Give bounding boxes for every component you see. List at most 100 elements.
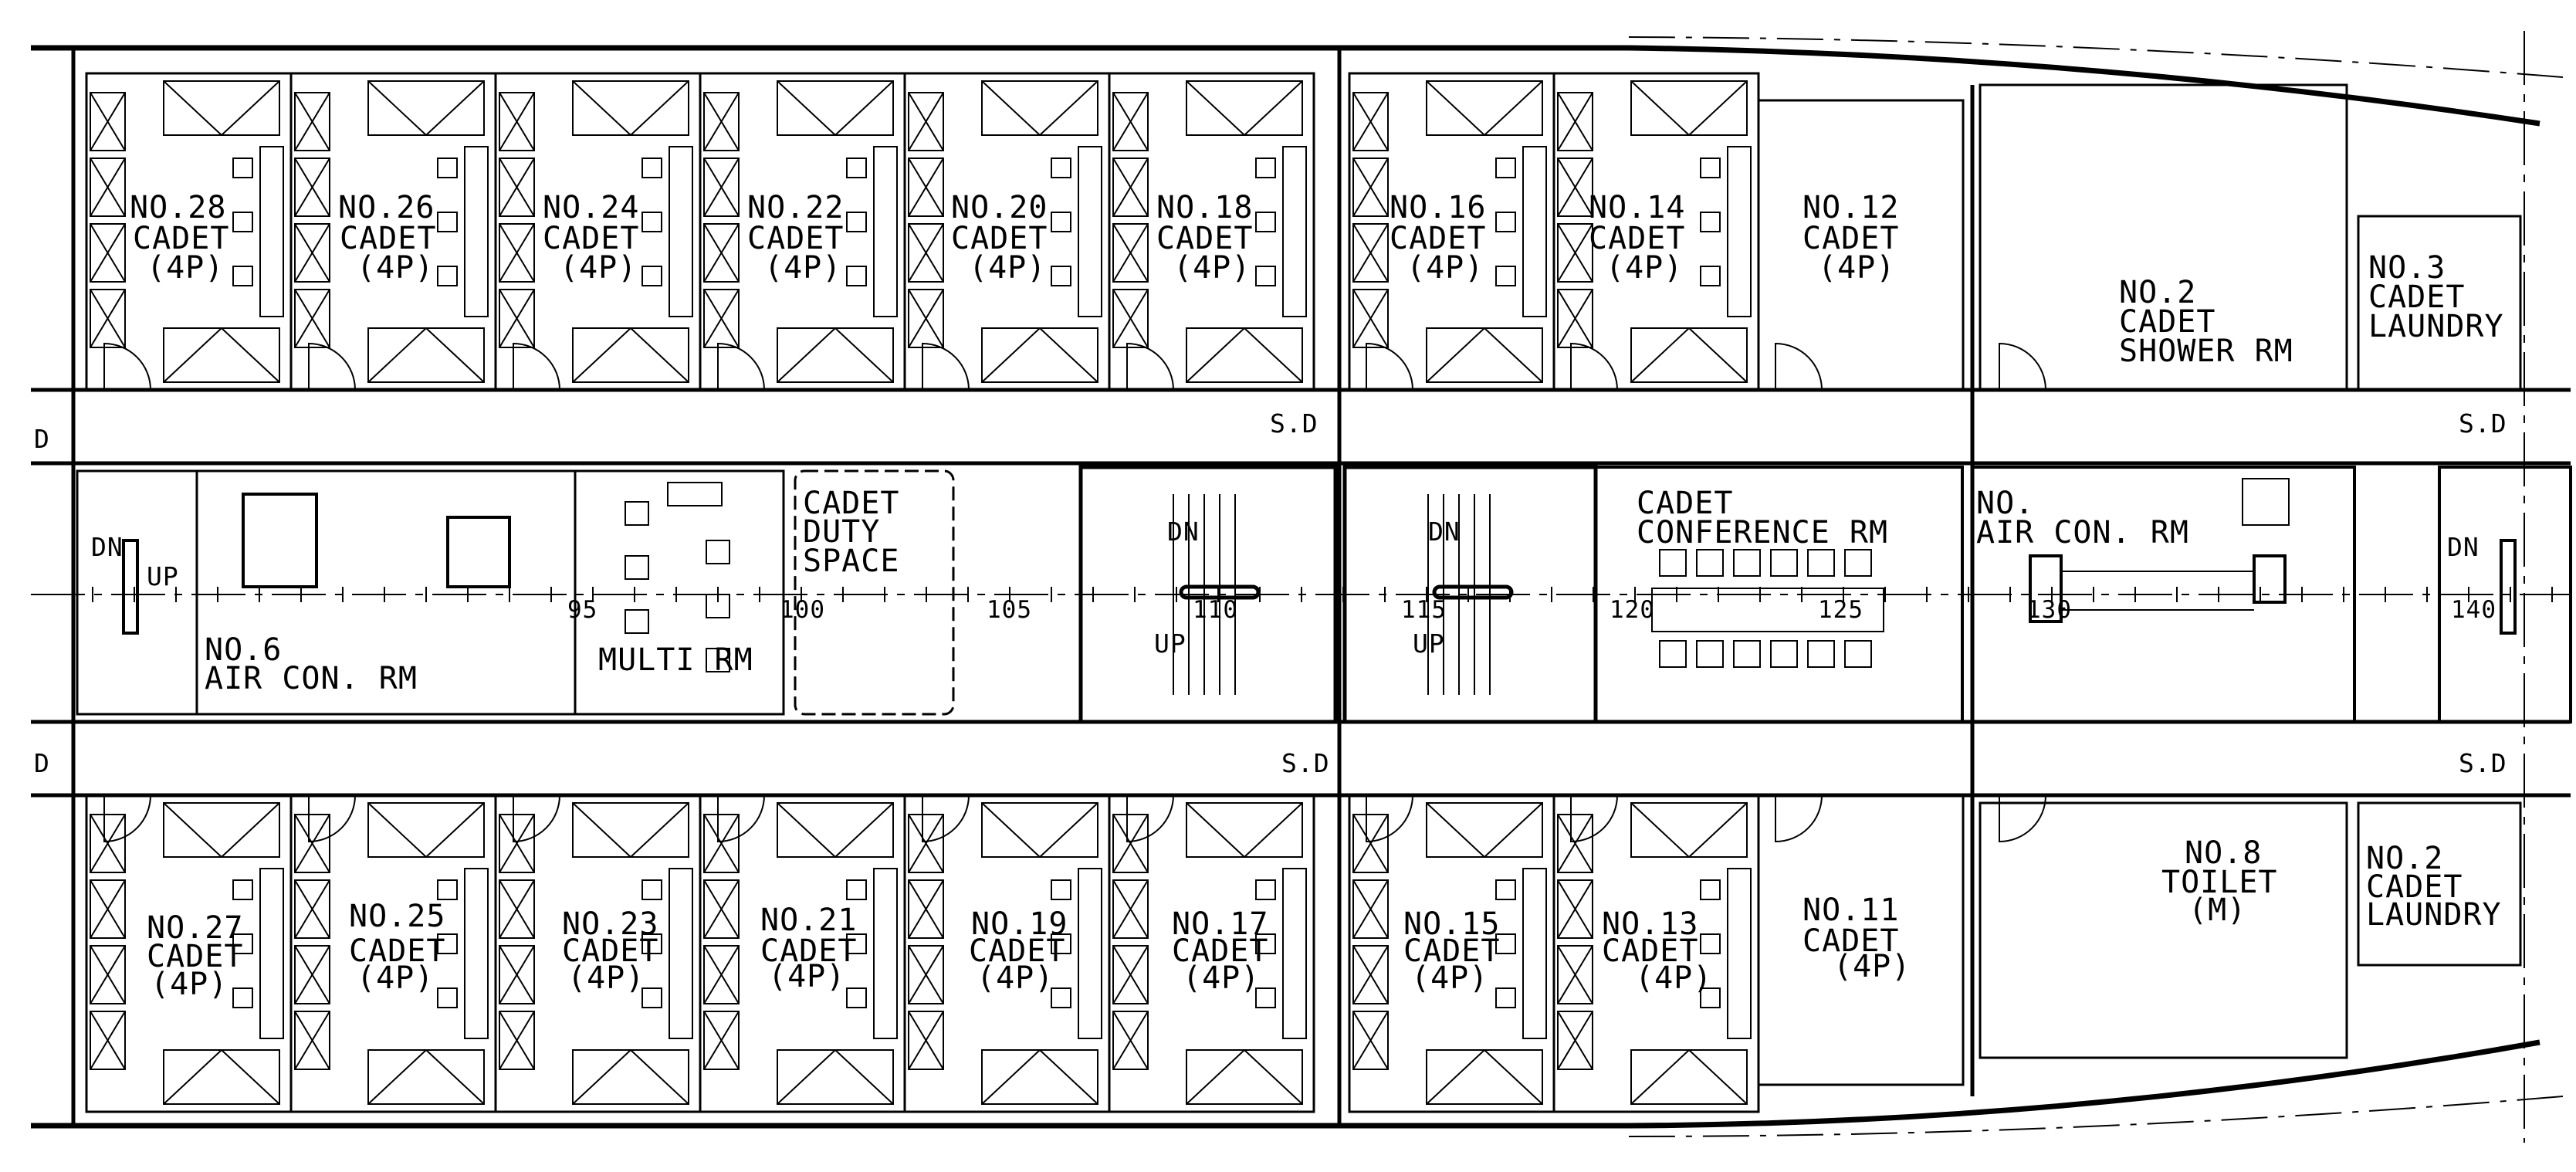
bed-line — [834, 80, 894, 136]
wardrobe-line — [499, 814, 535, 873]
door-swing — [1775, 342, 1823, 391]
bed-line — [572, 327, 631, 383]
bed — [1426, 327, 1543, 383]
wardrobe — [294, 223, 330, 283]
duty-space-line2: DUTY — [803, 514, 880, 550]
wardrobe — [908, 158, 944, 217]
d-marker-2: D — [34, 748, 50, 778]
aircon-right-number: NO. — [1976, 486, 2034, 521]
bed — [572, 327, 689, 383]
wardrobe-line — [499, 223, 535, 283]
wardrobe-line — [703, 945, 740, 1004]
shower-room-name: SHOWER RM — [2119, 334, 2293, 369]
chair — [232, 879, 253, 900]
cabin-20-capacity: (4P) — [969, 250, 1046, 286]
bed-line — [1244, 802, 1303, 858]
conference-chair — [1807, 549, 1835, 577]
bed-line — [572, 802, 631, 858]
chair — [437, 266, 458, 286]
bed-line — [1426, 802, 1485, 858]
wardrobe — [1557, 1011, 1593, 1070]
wardrobe — [294, 945, 330, 1004]
desk — [1282, 146, 1307, 317]
wardrobe — [499, 1011, 535, 1070]
bed — [1186, 80, 1303, 136]
door-swing — [103, 794, 151, 843]
chair — [1051, 158, 1071, 178]
bed-line — [1426, 327, 1485, 383]
conference-chair — [1770, 549, 1798, 577]
bed-line — [630, 802, 689, 858]
bed-line — [1484, 802, 1543, 858]
cabin-18-number: NO.18 — [1156, 190, 1253, 225]
desk — [464, 146, 489, 317]
chair — [1495, 987, 1516, 1008]
chair — [1700, 987, 1721, 1008]
door-swing — [717, 794, 765, 843]
wardrobe-line — [499, 158, 535, 217]
wardrobe — [90, 158, 126, 217]
multi-room-name: MULTI RM — [598, 642, 753, 678]
cabin-26-capacity: (4P) — [357, 250, 434, 286]
conference-chair — [1733, 549, 1761, 577]
hull-outline — [31, 31, 2571, 1143]
cabin-19-type: CADET — [969, 933, 1065, 969]
cabin-25-capacity: (4P) — [357, 960, 434, 996]
wardrobe-line — [1352, 1011, 1389, 1070]
bed-line — [630, 327, 689, 383]
chair — [1051, 212, 1071, 232]
bed-line — [630, 1049, 689, 1105]
door-swing — [513, 342, 560, 391]
door-swing — [513, 794, 560, 843]
wardrobe — [499, 814, 535, 873]
cabin-13-type: CADET — [1602, 933, 1698, 969]
cabin-27-capacity: (4P) — [151, 967, 228, 1002]
chair — [1495, 933, 1516, 954]
desk — [669, 868, 693, 1039]
wardrobe-line — [90, 945, 126, 1004]
lower-cabins — [85, 794, 2522, 1113]
bed-line — [777, 327, 836, 383]
door-swing — [1570, 794, 1618, 843]
labels: NO.28 CADET (4P) NO.26 CADET (4P) NO.24 … — [34, 190, 2507, 1002]
bed-line — [1244, 80, 1303, 136]
cabin-20-type: CADET — [951, 221, 1048, 256]
bed-line — [1484, 80, 1543, 136]
wardrobe-line — [1112, 814, 1149, 873]
cabin-16-capacity: (4P) — [1406, 250, 1484, 286]
duty-space-line1: CADET — [803, 486, 899, 521]
wardrobe-line — [1112, 289, 1149, 348]
bed — [1630, 1049, 1748, 1105]
stairs-drawing — [122, 494, 2517, 695]
bed — [1426, 802, 1543, 858]
bed-line — [777, 80, 836, 136]
chair — [1700, 879, 1721, 900]
bed-line — [163, 80, 222, 136]
chair — [1051, 987, 1071, 1008]
chair — [641, 879, 662, 900]
wardrobe-line — [1557, 289, 1593, 348]
shower-room-number: NO.2 — [2119, 275, 2196, 310]
toilet-8-number: NO.8 — [2185, 835, 2262, 871]
door-swing — [1999, 794, 2046, 843]
wardrobe-line — [1112, 92, 1149, 151]
cabin-14-number: NO.14 — [1589, 190, 1685, 225]
door-swing — [1775, 794, 1823, 843]
wardrobe-line — [703, 158, 740, 217]
cabin-25-number: NO.25 — [349, 899, 445, 934]
cabin-16-number: NO.16 — [1390, 190, 1486, 225]
cabin-19-number: NO.19 — [971, 906, 1068, 942]
wardrobe-line — [499, 879, 535, 939]
wardrobe-line — [1557, 158, 1593, 217]
cabin-28-number: NO.28 — [130, 190, 226, 225]
toilet-8-gender: (M) — [2188, 893, 2246, 928]
wardrobe-line — [703, 223, 740, 283]
wardrobe — [294, 158, 330, 217]
aircon-right-name: AIR CON. RM — [1976, 515, 2189, 550]
desk — [1282, 868, 1307, 1039]
desk — [1522, 146, 1547, 317]
cabin-26-number: NO.26 — [338, 190, 435, 225]
wardrobe — [908, 92, 944, 151]
conference-chair — [1844, 549, 1872, 577]
